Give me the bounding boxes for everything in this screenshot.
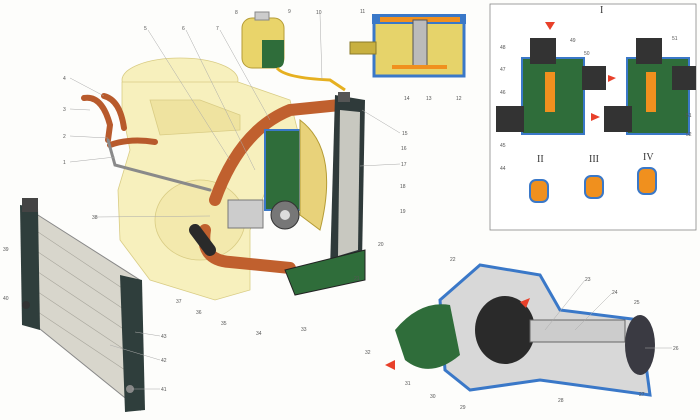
callout-30: 30 [430,394,436,400]
callout-52: 52 [686,132,692,138]
callout-1: 1 [63,160,66,166]
callout-51-cold: 51 [686,113,692,119]
thermostat-panel [489,3,697,231]
callout-32: 32 [365,350,371,356]
callout-9: 9 [288,9,291,15]
callout-51-hot: 51 [672,36,678,42]
hoses [81,93,346,274]
callout-34: 34 [256,331,262,337]
thermostat-hot [591,38,696,135]
callout-42: 42 [161,358,167,364]
callout-27: 27 [639,392,645,398]
callout-38: 38 [92,215,98,221]
stage-label-ii: II [537,154,544,165]
callout-17: 17 [401,162,407,168]
callout-5: 5 [144,26,147,32]
callout-26: 26 [673,346,679,352]
callout-18: 18 [400,184,406,190]
callout-21: 21 [354,276,360,282]
stage-label-iv: IV [643,152,654,163]
callout-36: 36 [196,310,202,316]
callout-33: 33 [301,327,307,333]
callout-28: 28 [558,398,564,404]
expansion-tank [241,11,346,92]
callout-45: 45 [500,143,506,149]
callout-37: 37 [176,299,182,305]
callout-11: 11 [360,9,365,15]
callout-7: 7 [216,26,219,32]
callout-3: 3 [63,107,66,113]
callout-48: 48 [500,45,506,51]
callout-12: 12 [456,96,462,102]
callout-25: 25 [634,300,640,306]
thermostat-element-stages [529,167,657,203]
callout-44: 44 [500,166,506,172]
callout-46: 46 [500,90,506,96]
water-pump-cutaway [385,263,655,397]
callout-2: 2 [63,134,66,140]
callout-47: 47 [500,67,506,73]
callout-15: 15 [402,131,408,137]
callout-40: 40 [3,296,9,302]
callout-19: 19 [400,209,406,215]
callout-23: 23 [585,277,591,283]
callout-16: 16 [401,146,407,152]
callout-41: 41 [161,387,167,393]
callout-39: 39 [3,247,9,253]
callout-49: 49 [570,38,576,44]
callout-6: 6 [182,26,185,32]
callout-24: 24 [612,290,618,296]
thermostat-cold [496,22,616,135]
callout-35: 35 [221,321,227,327]
fan-and-pump [227,118,328,231]
leader-lines [69,13,672,390]
callout-22: 22 [450,257,456,263]
callout-labels: 1 2 3 4 5 6 7 8 9 10 11 12 13 14 15 16 1… [3,9,692,411]
callout-31: 31 [405,381,411,387]
callout-14: 14 [404,96,410,102]
radiator-installed [284,92,366,296]
callout-4: 4 [63,76,66,82]
callout-10: 10 [316,10,322,16]
callout-43: 43 [161,334,167,340]
callout-50: 50 [584,51,590,57]
radiator-cap-cutaway [349,14,466,78]
callout-13: 13 [426,96,432,102]
callout-20: 20 [378,242,384,248]
callout-29: 29 [460,405,466,411]
callout-8: 8 [235,10,238,16]
stage-label-iii: III [589,154,599,165]
radiator-detached [20,198,145,412]
thermostat-panel-title: I [600,5,603,16]
